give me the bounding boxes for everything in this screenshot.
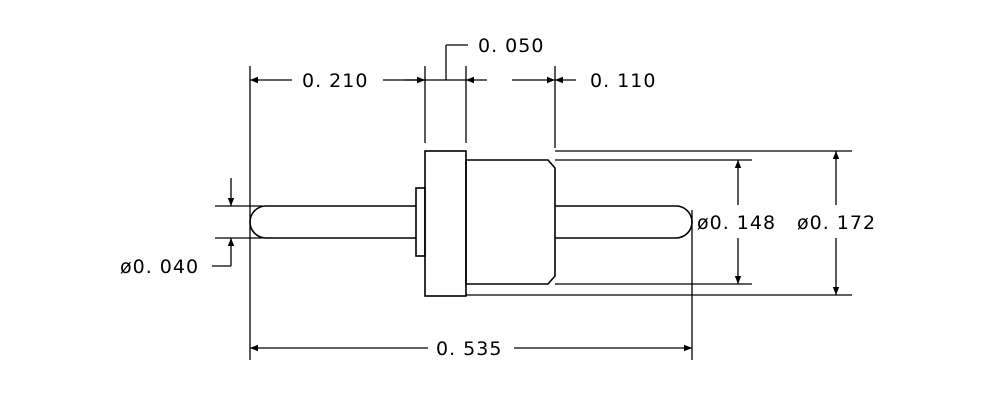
pin-part — [249, 150, 693, 297]
dim-body-diameter: ø0. 148 — [697, 160, 776, 284]
dim-collar-diameter: ø0. 172 — [797, 151, 876, 295]
dim-right-step: 0. 110 — [512, 70, 656, 92]
pin-diameter-label: ø0. 040 — [120, 256, 199, 278]
collar-width-label: 0. 050 — [478, 35, 544, 57]
overall-length-label: 0. 535 — [436, 338, 502, 360]
knurled-body — [465, 159, 556, 285]
knurled-collar — [424, 150, 467, 297]
left-length-label: 0. 210 — [302, 70, 368, 92]
left-pin — [249, 205, 416, 239]
collar-diameter-label: ø0. 172 — [797, 212, 876, 234]
extension-lines — [215, 66, 852, 360]
right-pin — [555, 205, 693, 239]
body-diameter-label: ø0. 148 — [697, 212, 776, 234]
dim-overall-length: 0. 535 — [250, 338, 692, 360]
dim-pin-diameter: ø0. 040 — [120, 178, 235, 278]
shoulder — [415, 187, 426, 257]
right-step-label: 0. 110 — [590, 70, 656, 92]
dim-left-length: 0. 210 — [250, 70, 425, 92]
